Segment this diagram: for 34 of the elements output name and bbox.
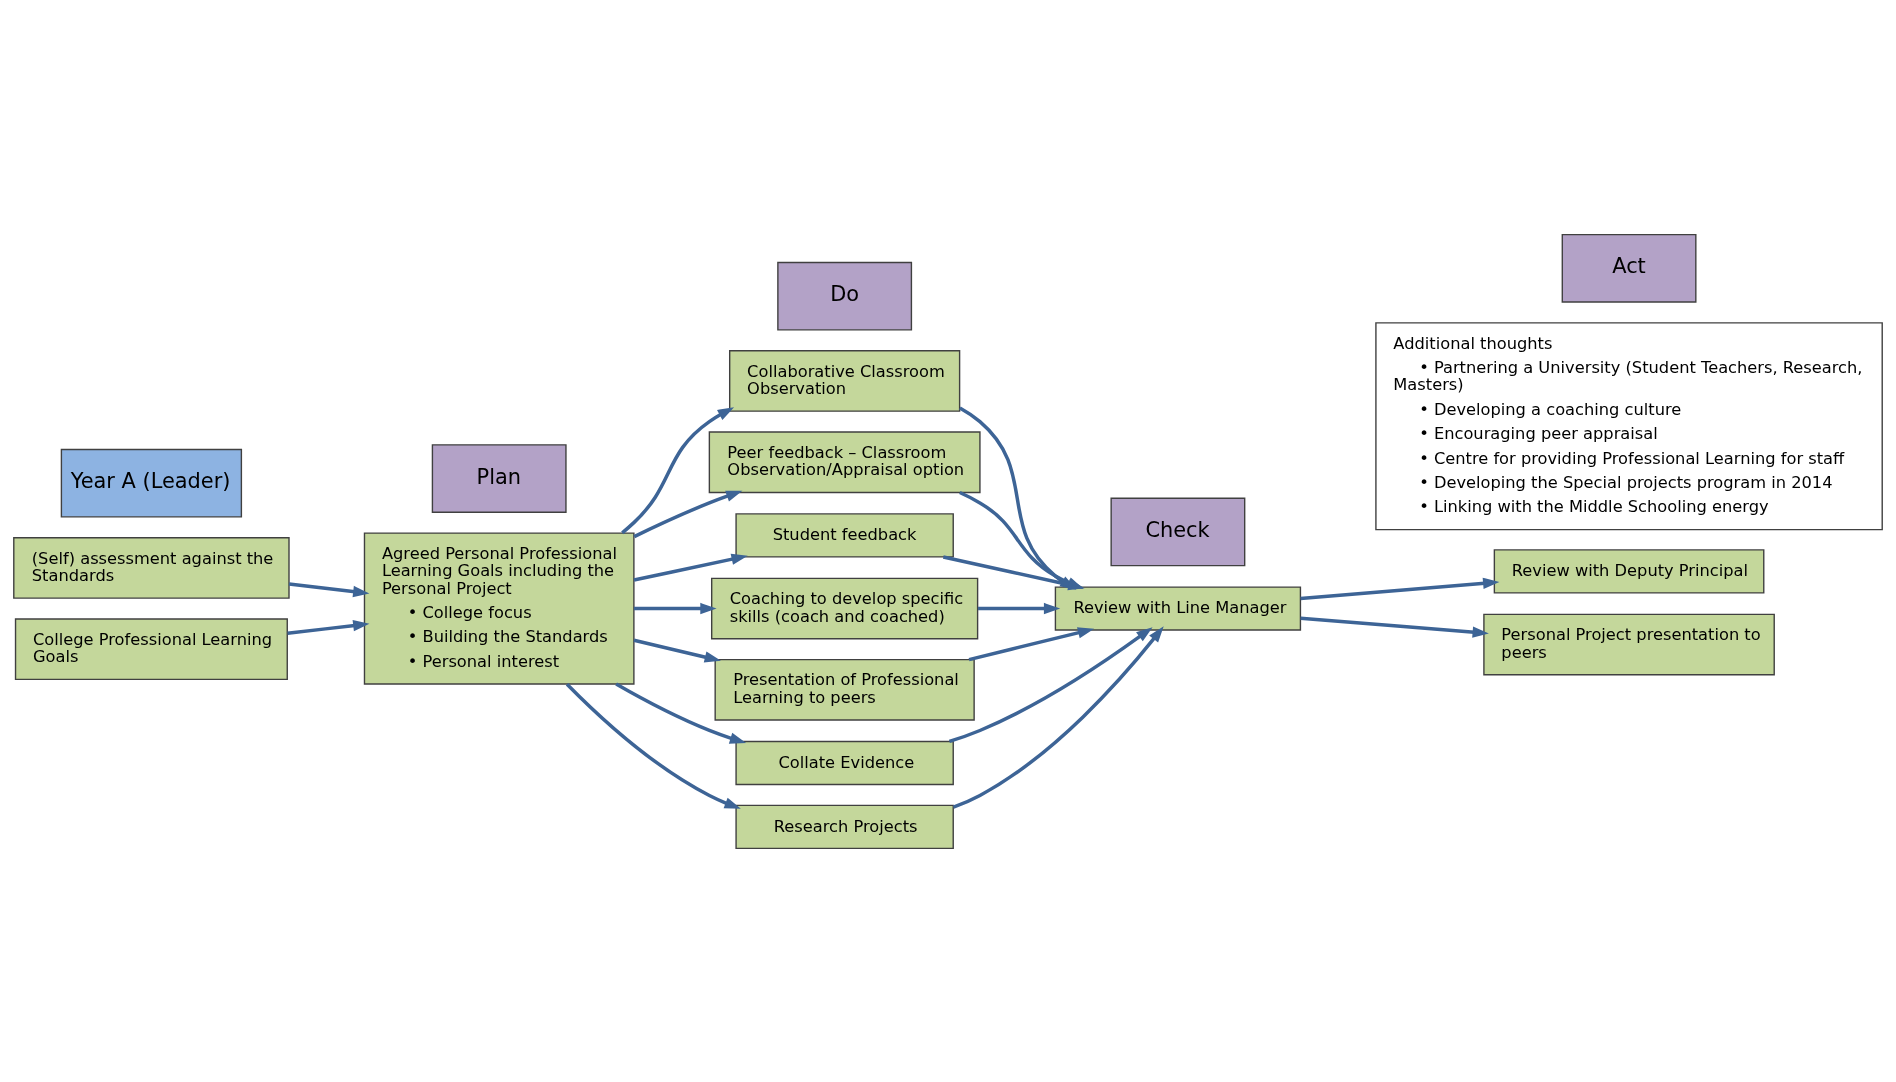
- node-box: (Self) assessment against the Standards: [13, 536, 290, 599]
- arrow: [633, 553, 748, 582]
- arrow: [615, 682, 747, 744]
- node-box: Personal Project presentation to peers: [1483, 613, 1775, 675]
- arrow: [288, 581, 370, 597]
- node-box: Presentation of Professional Learning to peers: [714, 658, 975, 721]
- arrow: [948, 626, 1153, 743]
- arrow: [978, 602, 1061, 614]
- node-box: Review with Deputy Principal: [1493, 548, 1765, 594]
- arrow: [621, 406, 735, 534]
- arrow: [633, 638, 721, 663]
- node-box: Coaching to develop specific skills (coach and coached): [711, 577, 979, 639]
- node-box: Collate Evidence: [735, 740, 954, 785]
- node-box: Collaborative Classroom Observation: [729, 349, 961, 412]
- node-box: Additional thoughts • Partnering a University (Student Teachers, Research, Masters) • Developing a coaching culture • Encouraging peer appraisal • Centre for providing Professional Learning for staff • Developing the Special projects program in 2014 • Linking with the Middle Schooling energy: [1375, 321, 1883, 530]
- node-box: College Professional Learning Goals: [14, 617, 288, 680]
- node-box: Act: [1561, 233, 1697, 303]
- node-box: Peer feedback – Classroom Observation/Appraisal option: [708, 430, 981, 493]
- arrow: [1300, 616, 1489, 638]
- arrow: [565, 682, 741, 809]
- node-box: Plan: [431, 443, 567, 513]
- node-box: Year A (Leader): [60, 448, 243, 517]
- arrow: [968, 626, 1095, 661]
- node-box: Do: [777, 261, 913, 331]
- arrow: [1300, 577, 1500, 600]
- arrow: [633, 490, 743, 538]
- node-box: Agreed Personal Professional Learning Goals including the Personal Project • College focus • Building the Standards • Personal interest: [363, 531, 635, 685]
- node-box: Research Projects: [735, 804, 954, 849]
- arrow: [287, 619, 370, 635]
- arrow: [634, 602, 717, 614]
- node-box: Student feedback: [735, 512, 954, 558]
- node-box: Check: [1110, 497, 1246, 566]
- arrow: [952, 625, 1164, 809]
- node-box: Review with Line Manager: [1054, 585, 1302, 631]
